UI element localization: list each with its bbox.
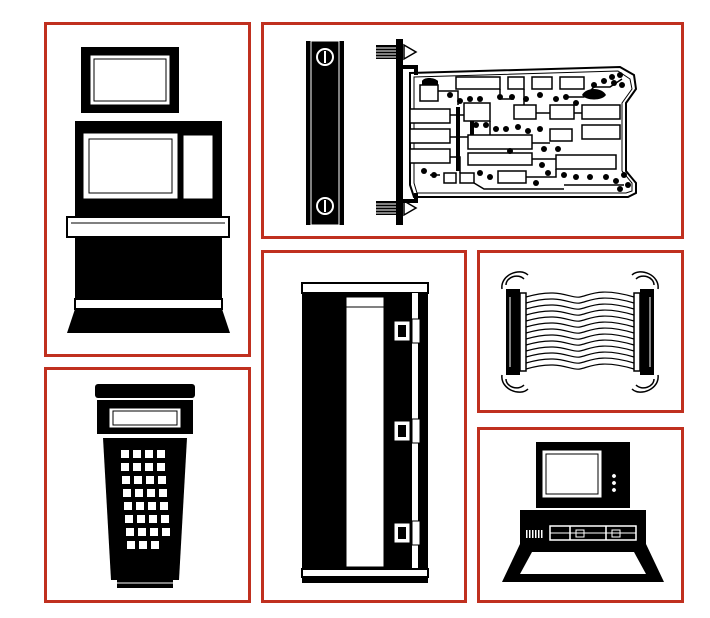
handheld-terminal-panel xyxy=(44,367,251,603)
circuit-board-icon xyxy=(306,39,638,226)
ribbon-cable-panel xyxy=(477,250,684,413)
ribbon-cable-icon xyxy=(501,271,659,393)
personal-computer-panel xyxy=(477,427,684,603)
handheld-terminal-icon xyxy=(95,384,195,588)
operator-workstation-panel xyxy=(44,22,251,357)
cabinet-rack-icon xyxy=(301,282,429,583)
personal-computer-icon xyxy=(502,442,664,582)
equipment-cabinet-panel xyxy=(261,250,467,603)
operator-workstation-icon xyxy=(66,47,230,333)
io-circuit-board-panel xyxy=(261,22,684,239)
